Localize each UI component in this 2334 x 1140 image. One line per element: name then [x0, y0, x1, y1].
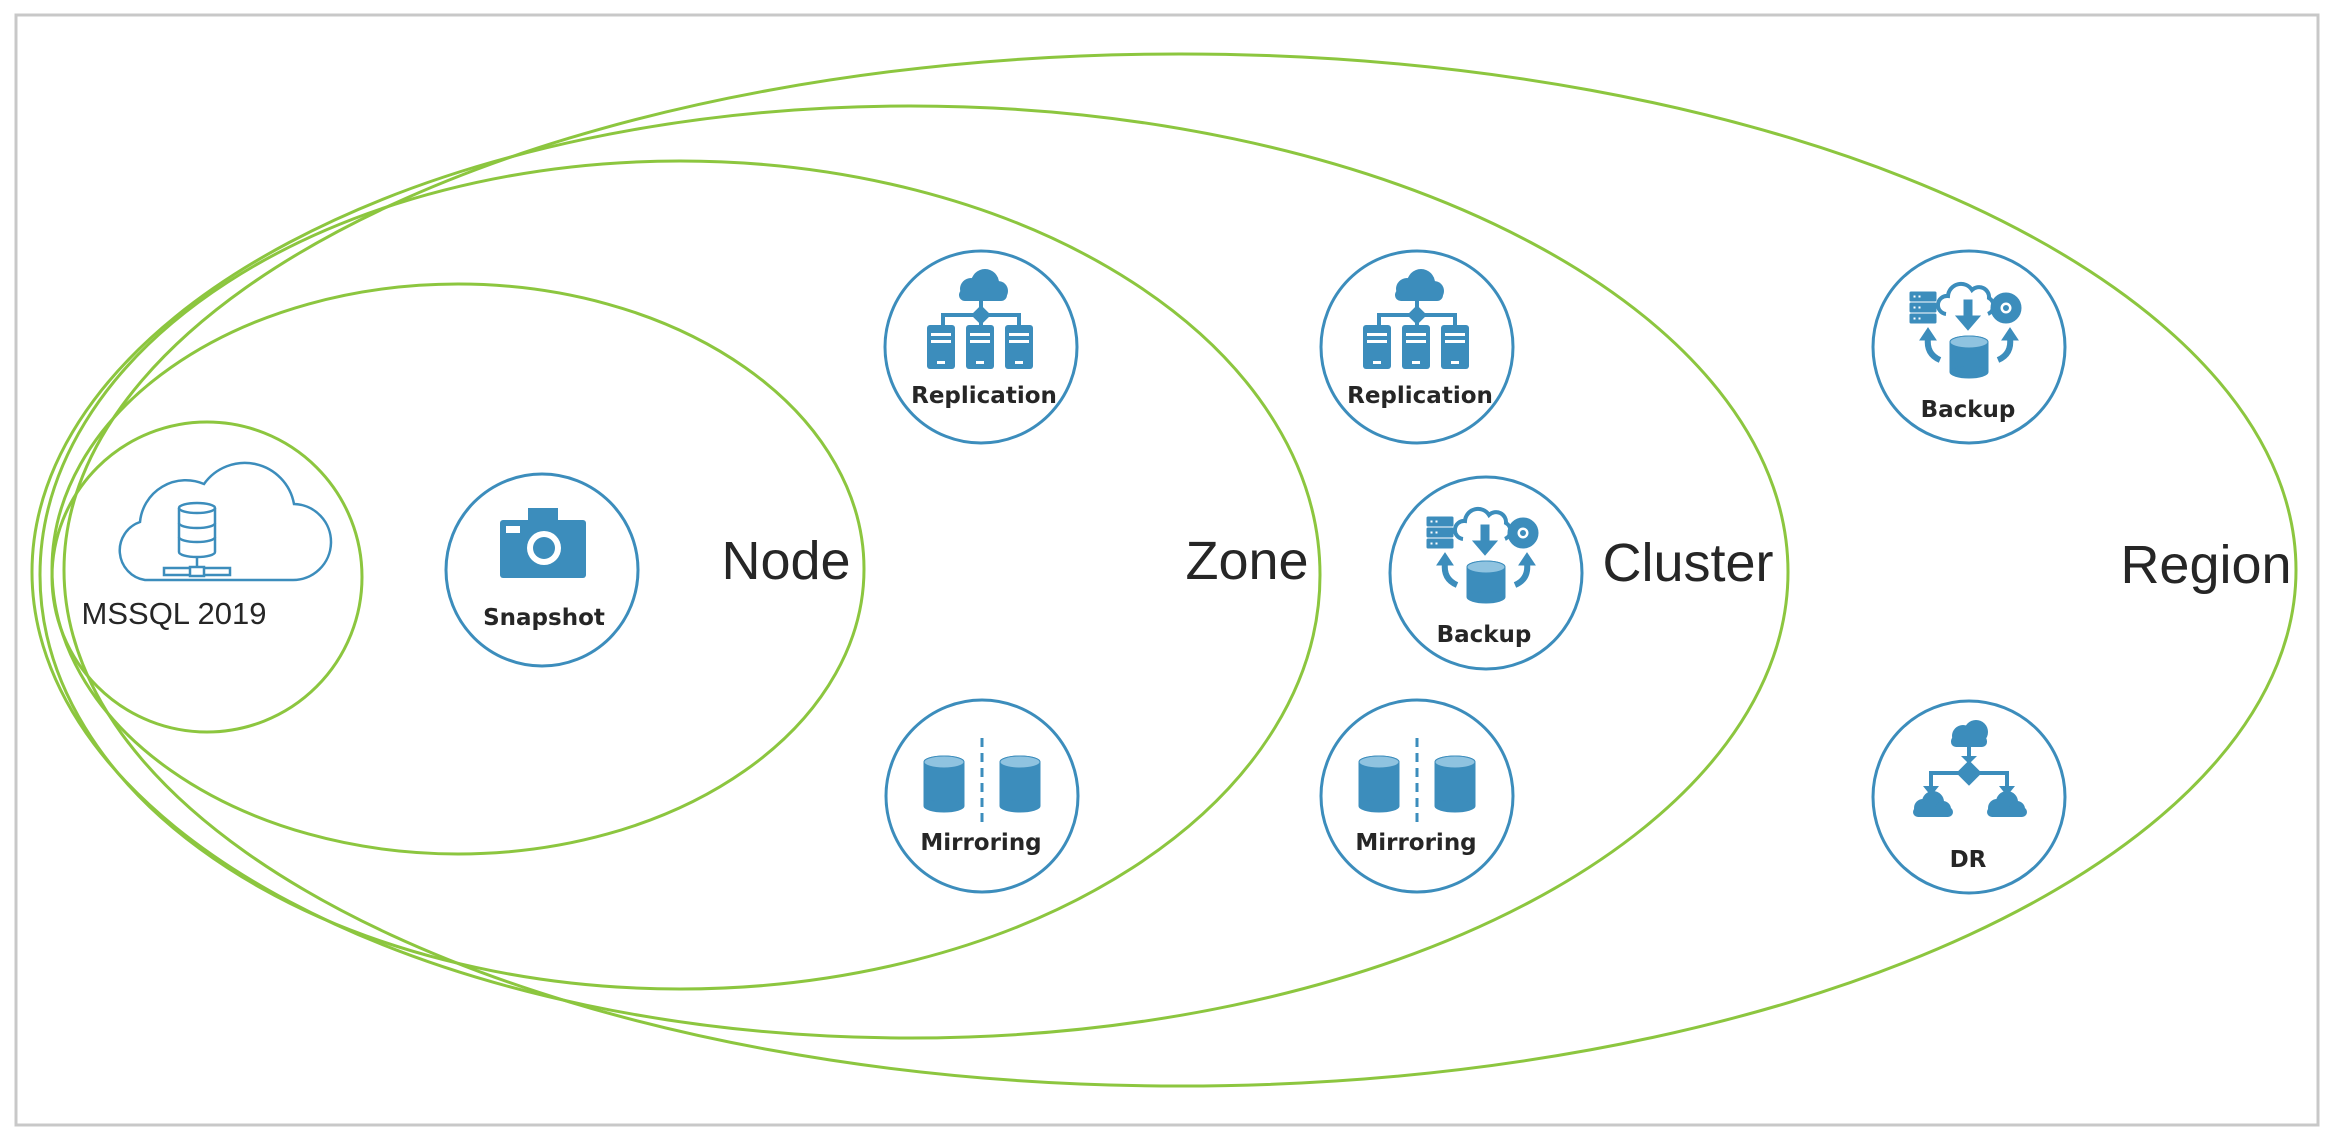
cloud-database-icon: [118, 461, 333, 582]
region-dr-label: DR: [1950, 847, 1987, 873]
zone-replication-badge: Replication: [883, 249, 1079, 445]
cluster-mirroring-badge: Mirroring: [1319, 698, 1515, 894]
cluster-scope-label: Cluster: [1602, 533, 1773, 593]
zone-replication-label: Replication: [911, 383, 1057, 409]
snapshot-label: Snapshot: [483, 605, 605, 631]
zone-mirroring-badge: Mirroring: [884, 698, 1080, 894]
camera-icon: [500, 508, 586, 578]
snapshot-badge: Snapshot: [444, 472, 640, 668]
zone-scope-label: Zone: [1185, 531, 1308, 591]
cluster-backup-label: Backup: [1437, 622, 1532, 648]
cluster-replication-label: Replication: [1347, 383, 1493, 409]
diagram-frame: [14, 13, 2320, 1127]
region-scope-label: Region: [2120, 535, 2291, 595]
node-scope-label: Node: [721, 531, 850, 591]
cluster-mirroring-label: Mirroring: [1355, 830, 1476, 856]
zone-scope-boundary: [38, 159, 1322, 991]
region-backup-label: Backup: [1921, 397, 2016, 423]
cluster-scope-boundary: [30, 104, 1790, 1040]
cluster-replication-badge: Replication: [1319, 249, 1515, 445]
database-scope-boundary: [50, 420, 364, 734]
zone-mirroring-label: Mirroring: [920, 830, 1041, 856]
database-label: MSSQL 2019: [82, 596, 267, 631]
region-dr-badge: DR: [1871, 699, 2067, 895]
cluster-backup-badge: Backup: [1388, 475, 1584, 671]
region-scope-boundary: [62, 52, 2298, 1088]
region-backup-badge: Backup: [1871, 249, 2067, 445]
